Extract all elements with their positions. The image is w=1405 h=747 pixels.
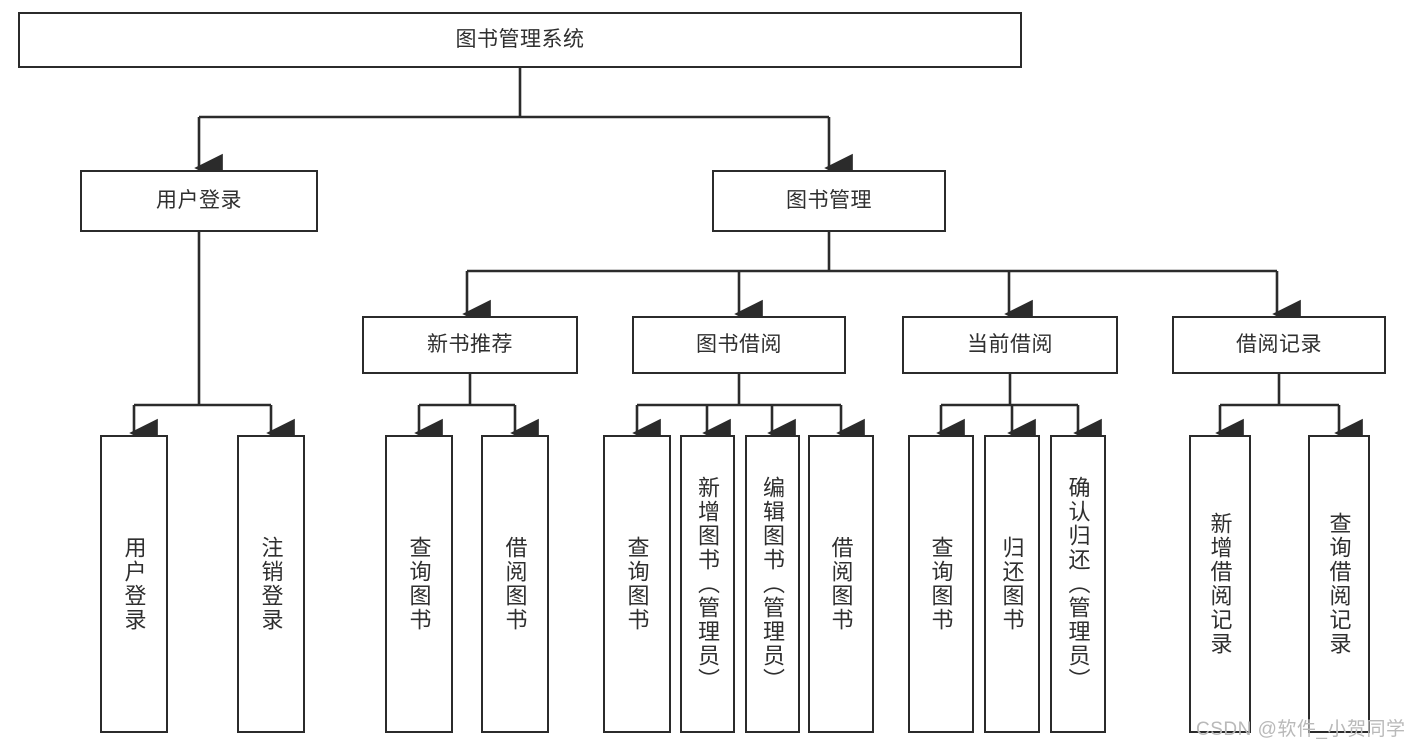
node-label: 编辑图书（管理员）: [760, 476, 786, 692]
node-label: 用户登录: [156, 188, 242, 212]
node-leaf-11[interactable]: 新增借阅记录: [1189, 435, 1251, 733]
node-label: 图书管理: [786, 188, 872, 212]
node-label: 新增借阅记录: [1207, 512, 1233, 656]
node-label: 确认归还（管理员）: [1065, 476, 1091, 692]
node-label: 用户登录: [121, 536, 147, 632]
node-level3-3[interactable]: 借阅记录: [1172, 316, 1386, 374]
node-level2-0[interactable]: 用户登录: [80, 170, 318, 232]
node-leaf-6[interactable]: 编辑图书（管理员）: [745, 435, 800, 733]
node-label: 借阅图书: [828, 536, 854, 632]
node-leaf-9[interactable]: 归还图书: [984, 435, 1040, 733]
node-label: 查询借阅记录: [1326, 512, 1352, 656]
node-level3-1[interactable]: 图书借阅: [632, 316, 846, 374]
node-level3-0[interactable]: 新书推荐: [362, 316, 578, 374]
node-label: 借阅图书: [502, 536, 528, 632]
node-level3-2[interactable]: 当前借阅: [902, 316, 1118, 374]
tree-connectors: [129, 68, 1363, 448]
node-leaf-12[interactable]: 查询借阅记录: [1308, 435, 1370, 733]
node-label: 当前借阅: [967, 332, 1053, 356]
node-leaf-1[interactable]: 注销登录: [237, 435, 305, 733]
node-level2-1[interactable]: 图书管理: [712, 170, 946, 232]
node-leaf-4[interactable]: 查询图书: [603, 435, 671, 733]
node-leaf-0[interactable]: 用户登录: [100, 435, 168, 733]
node-leaf-5[interactable]: 新增图书（管理员）: [680, 435, 735, 733]
node-leaf-3[interactable]: 借阅图书: [481, 435, 549, 733]
node-label: 新书推荐: [427, 332, 513, 356]
node-label: 图书管理系统: [455, 27, 585, 51]
node-leaf-2[interactable]: 查询图书: [385, 435, 453, 733]
node-label: 归还图书: [999, 536, 1025, 632]
node-label: 注销登录: [258, 536, 284, 632]
node-label: 查询图书: [406, 536, 432, 632]
node-leaf-8[interactable]: 查询图书: [908, 435, 974, 733]
node-label: 查询图书: [624, 536, 650, 632]
node-label: 图书借阅: [696, 332, 782, 356]
node-root[interactable]: 图书管理系统: [18, 12, 1022, 68]
node-label: 新增图书（管理员）: [695, 476, 721, 692]
node-leaf-10[interactable]: 确认归还（管理员）: [1050, 435, 1106, 733]
node-label: 借阅记录: [1236, 332, 1322, 356]
node-leaf-7[interactable]: 借阅图书: [808, 435, 874, 733]
node-label: 查询图书: [928, 536, 954, 632]
